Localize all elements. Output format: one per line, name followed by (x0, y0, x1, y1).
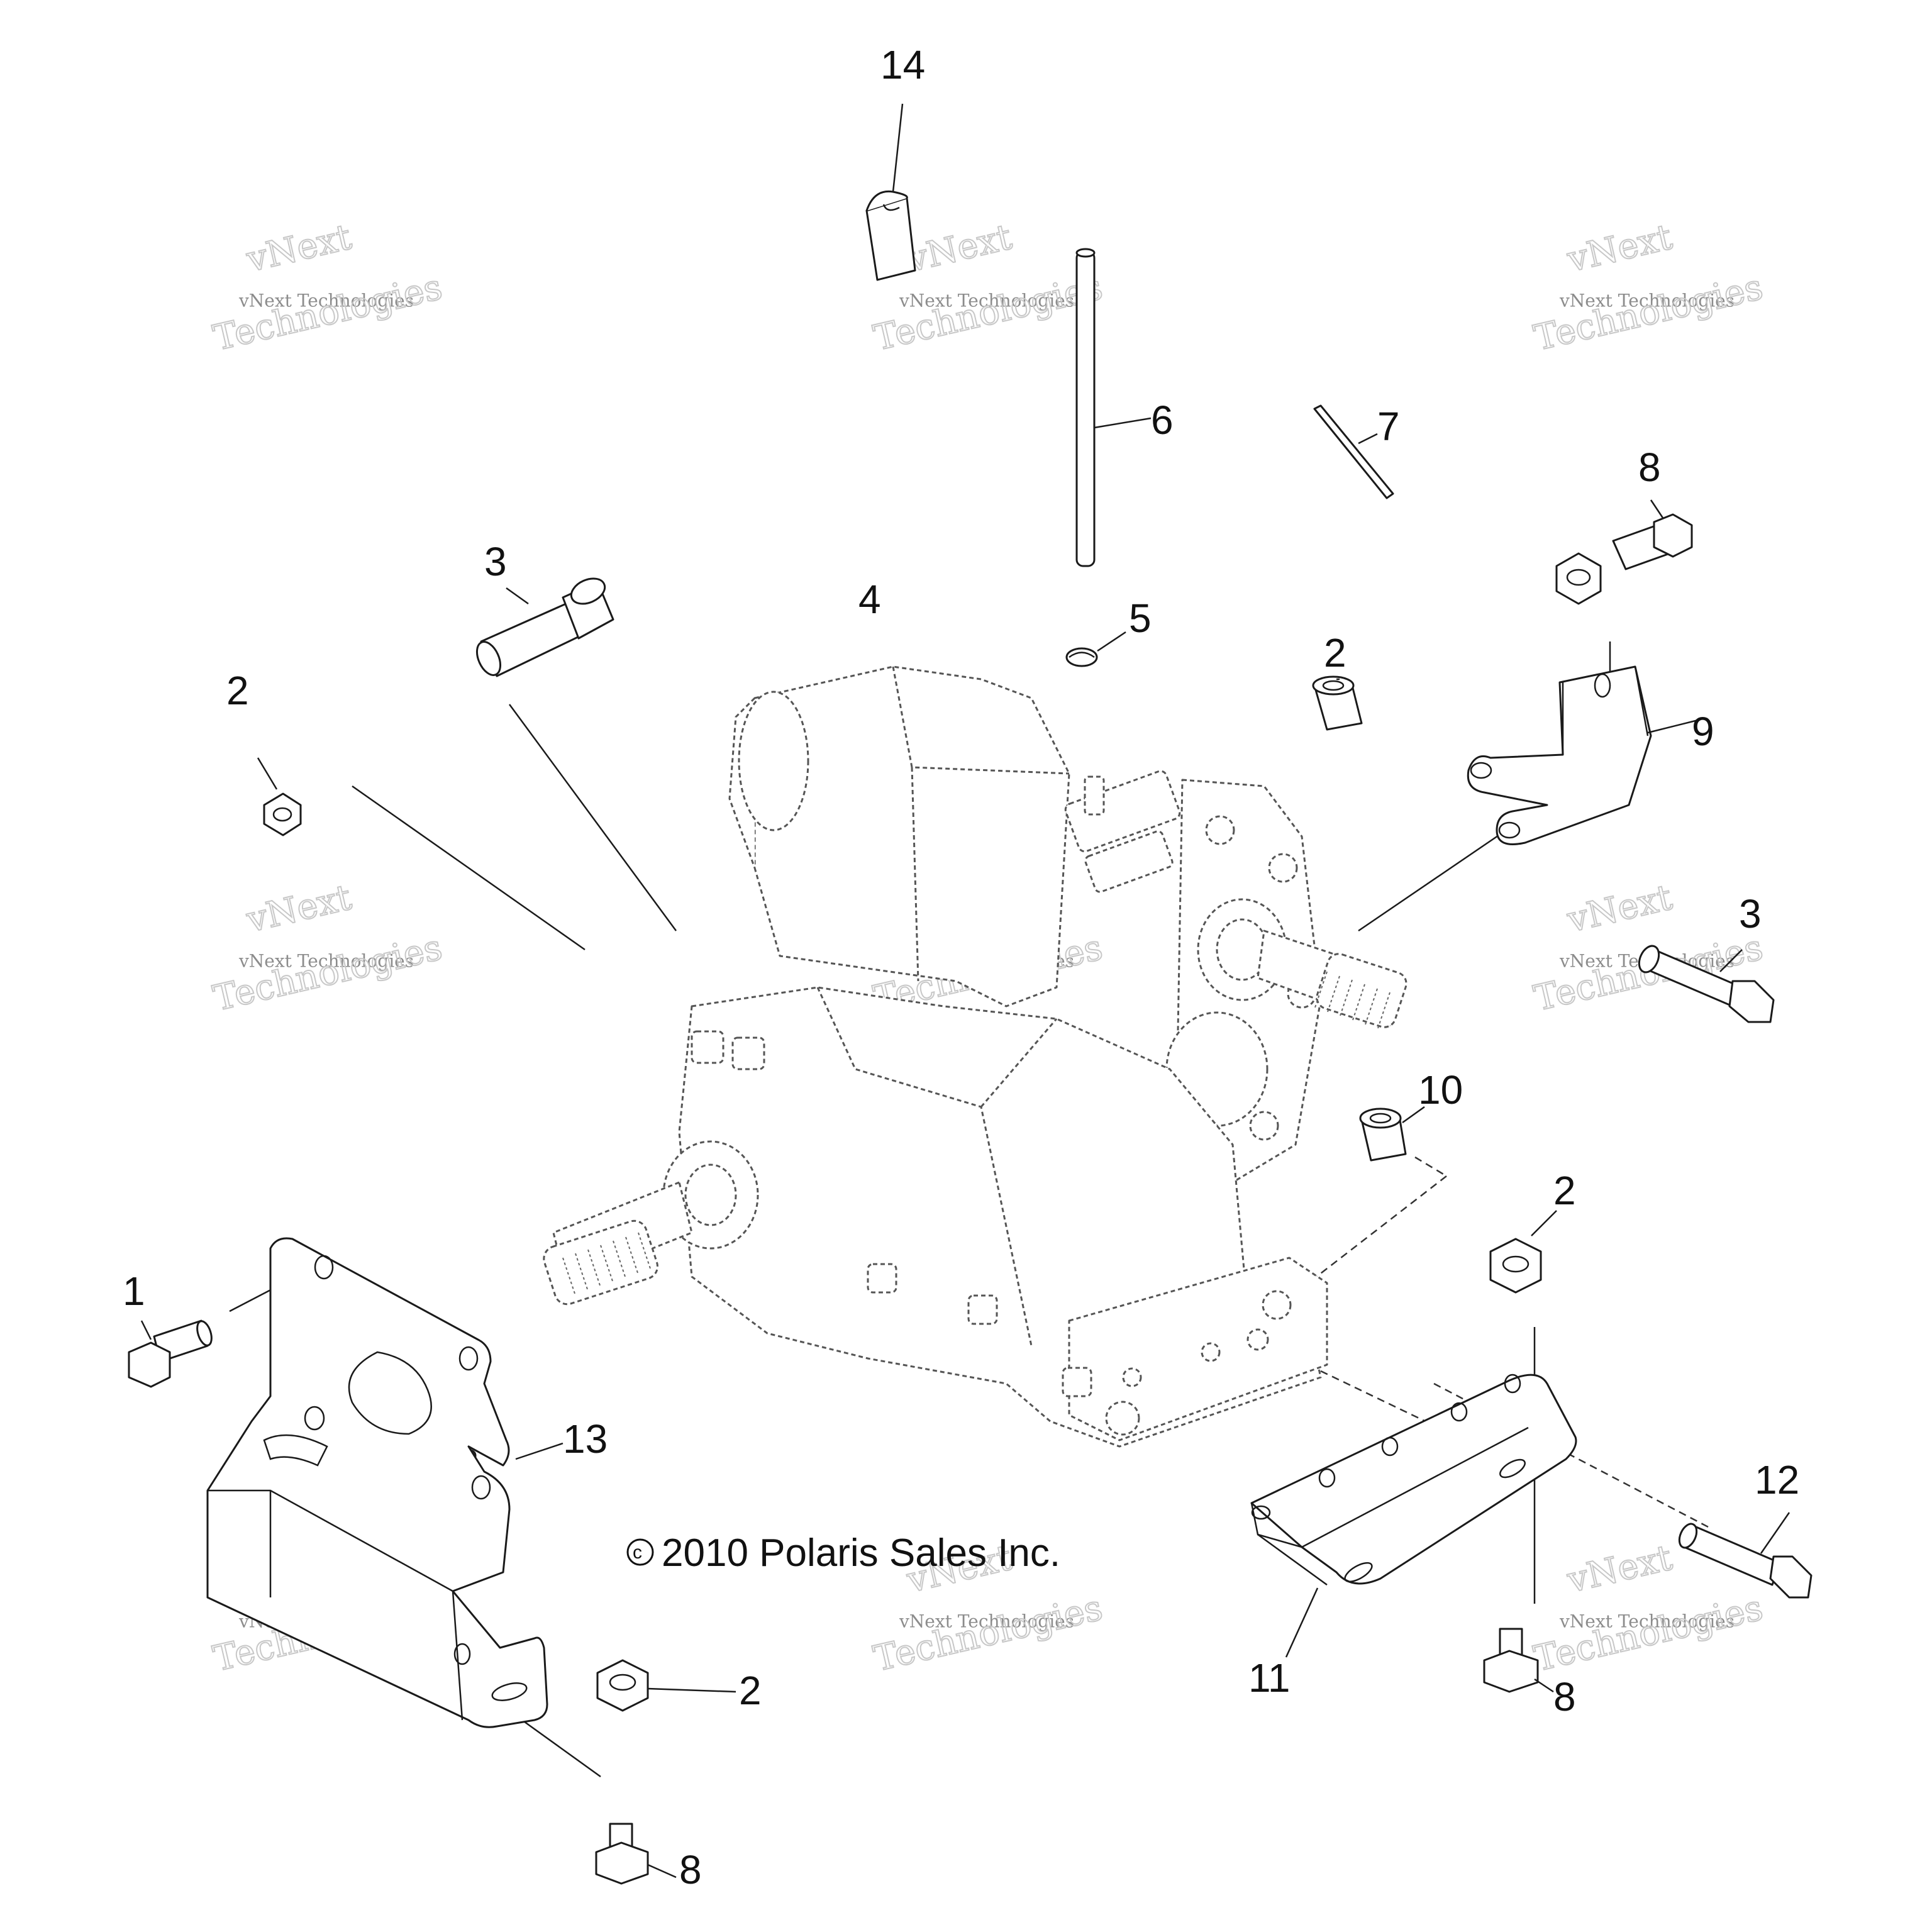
part-14-clip (865, 103, 916, 281)
left-mounting-bracket (206, 1237, 548, 1728)
callout-4: 4 (858, 577, 881, 622)
part-9-bracket (1467, 665, 1699, 845)
left-shaft-splines (562, 1232, 652, 1296)
svg-text:Technologies: Technologies (870, 267, 1106, 359)
callout-8-lower-right: 8 (1553, 1674, 1576, 1719)
watermark-top-right: vNext vNext Technologies Technologies (1530, 216, 1767, 359)
callout-10: 10 (1418, 1067, 1463, 1113)
part-7-pin (1313, 404, 1394, 499)
svg-text:vNext: vNext (243, 877, 356, 940)
svg-text:Technologies: Technologies (1530, 1587, 1767, 1680)
svg-text:vNext: vNext (1563, 877, 1677, 940)
watermark-top-left: vNext vNext Technologies Technologies (209, 216, 447, 359)
svg-text:vNext Technologies: vNext Technologies (899, 1611, 1074, 1631)
callout-14: 14 (880, 42, 925, 87)
svg-text:vNext: vNext (903, 216, 1016, 280)
callout-2-upper-right: 2 (1324, 630, 1346, 675)
callout-8-upper: 8 (1638, 445, 1661, 490)
right-shaft-splines (1314, 971, 1391, 1031)
callout-7: 7 (1377, 404, 1400, 449)
svg-text:vNext Technologies: vNext Technologies (238, 950, 414, 971)
svg-text:Technologies: Technologies (209, 927, 446, 1019)
watermark-middle-left: vNext vNext Technologies Technologies (209, 876, 447, 1019)
svg-text:Technologies: Technologies (1530, 267, 1767, 359)
part-2-bushing-upper-right (1312, 675, 1363, 731)
callout-9: 9 (1692, 709, 1714, 754)
part-11-bracket (1250, 1374, 1577, 1658)
callout-12: 12 (1755, 1457, 1799, 1502)
part-5-clip (1065, 631, 1126, 667)
part-8-nut-upper-right (1555, 552, 1602, 605)
part-10-bushing (1359, 1106, 1425, 1162)
svg-text:Technologies: Technologies (209, 267, 446, 359)
copyright-notice: c 2010 Polaris Sales Inc. (626, 1531, 1060, 1575)
part-3-bolt-upper-left (475, 577, 614, 677)
callout-13: 13 (563, 1416, 608, 1462)
callout-5: 5 (1129, 596, 1152, 641)
svg-text:vNext: vNext (243, 216, 356, 280)
part-2-nut-right (1489, 1210, 1557, 1294)
callout-2-upper-left: 2 (226, 668, 249, 713)
transmission-gearcase (543, 665, 1407, 1448)
svg-text:vNext Technologies: vNext Technologies (899, 290, 1074, 311)
part-8-bolt-upper-right (1612, 499, 1693, 570)
svg-text:vNext Technologies: vNext Technologies (1559, 290, 1735, 311)
svg-text:vNext Technologies: vNext Technologies (1559, 1611, 1735, 1631)
part-6-rod (1075, 248, 1152, 567)
callout-3-right: 3 (1739, 891, 1762, 936)
part-2-nut-bottom (596, 1659, 736, 1712)
svg-text:vNext Technologies: vNext Technologies (238, 290, 414, 311)
callout-8-bottom: 8 (679, 1847, 702, 1892)
svg-text:Technologies: Technologies (870, 1587, 1106, 1680)
part-2-nut-upper-left (257, 757, 302, 836)
part-1-bolt (128, 1319, 213, 1388)
part-8-bolt-lower-right (1483, 1628, 1554, 1693)
part-8-bolt-bottom (595, 1823, 677, 1885)
callout-6: 6 (1151, 397, 1174, 443)
callout-2-right: 2 (1553, 1168, 1576, 1213)
callout-11: 11 (1248, 1655, 1290, 1701)
copyright-symbol: c (633, 1542, 642, 1563)
callout-1: 1 (123, 1269, 145, 1314)
part-12-bolt (1678, 1512, 1813, 1599)
callout-3-upper: 3 (484, 539, 507, 584)
copyright-symbol-circle (626, 1538, 654, 1566)
svg-text:vNext: vNext (1563, 216, 1677, 280)
copyright-text: 2010 Polaris Sales Inc. (662, 1531, 1060, 1575)
part-3-bolt-right (1638, 945, 1775, 1023)
svg-text:vNext: vNext (1563, 1537, 1677, 1601)
callout-2-bottom: 2 (739, 1668, 762, 1713)
